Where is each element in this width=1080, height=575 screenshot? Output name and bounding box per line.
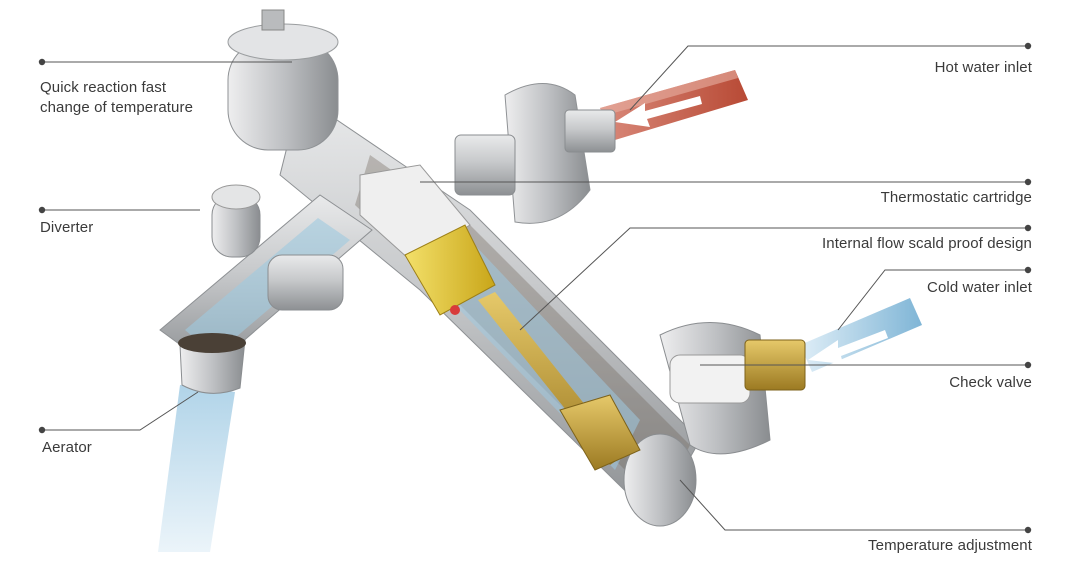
label-aerator: Aerator	[42, 439, 92, 456]
internal-rod	[478, 292, 641, 471]
label-temperature-adjustment: Temperature adjustment	[868, 537, 1032, 554]
aerator	[178, 333, 246, 394]
leader-dots	[38, 42, 1032, 534]
top-cylinder	[227, 9, 339, 151]
thermostatic-cartridge	[359, 164, 496, 316]
leader-temperature	[679, 479, 1028, 531]
label-internal-flow: Internal flow scald proof design	[822, 235, 1032, 252]
leader-hot-water	[629, 45, 1028, 111]
diverter-knob	[211, 184, 344, 311]
label-hot-water-inlet: Hot water inlet	[934, 59, 1032, 76]
leader-aerator	[42, 391, 199, 431]
cold-inlet-fitting	[659, 322, 806, 455]
label-cold-water-inlet: Cold water inlet	[927, 279, 1032, 296]
label-quick-reaction: Quick reaction fast change of temperatur…	[40, 79, 194, 116]
leader-lines	[42, 45, 1028, 531]
label-diverter: Diverter	[40, 219, 94, 236]
hot-inlet-fitting	[454, 83, 616, 224]
leader-cold-water	[837, 269, 1028, 331]
label-check-valve: Check valve	[949, 374, 1032, 391]
label-thermostatic-cartridge: Thermostatic cartridge	[880, 189, 1032, 206]
leader-internal-flow	[519, 227, 1028, 331]
hot-water-arrow-icon	[615, 96, 702, 127]
water-stream	[158, 385, 235, 552]
cold-water-arrow-icon	[808, 330, 888, 364]
